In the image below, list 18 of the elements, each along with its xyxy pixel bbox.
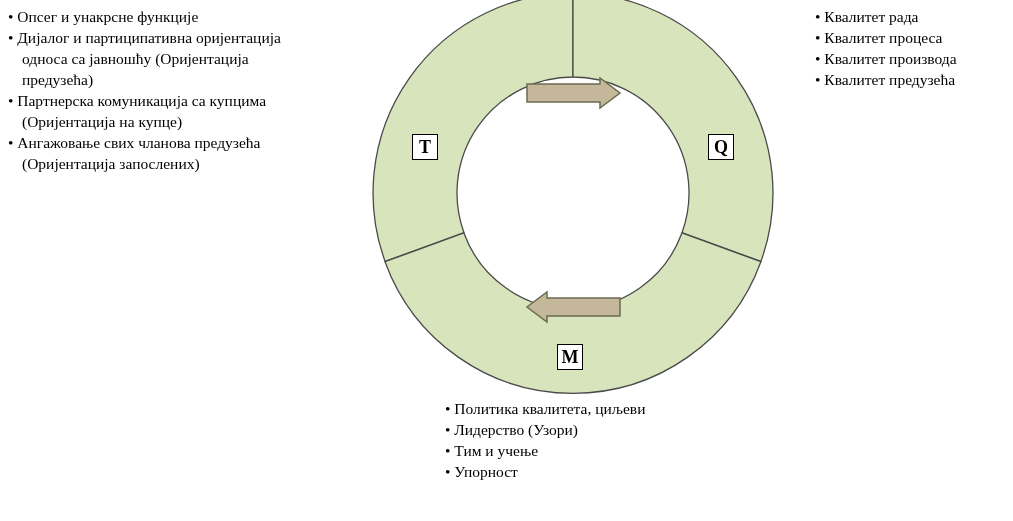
bullet-item: • Ангажовање свих чланова предузећа (Оријентација запослених)	[8, 133, 262, 174]
block-arrow	[526, 76, 622, 110]
ring-segment	[573, 0, 773, 262]
bullet-item: • Партнерска комуникација са купцима (Оријентација на купце)	[8, 91, 268, 132]
segment-label: Q	[708, 134, 734, 160]
ring-segment	[373, 0, 573, 262]
bullet-item: • Квалитет предузећа	[815, 70, 957, 90]
ring-segment	[385, 232, 761, 393]
bullet-item: • Опсег и унакрсне функције	[8, 7, 200, 27]
bullet-item: • Упорност	[445, 462, 519, 482]
bullet-item: • Квалитет производа	[815, 49, 958, 69]
segment-label: T	[412, 134, 438, 160]
bullet-item: • Политика квалитета, циљеви	[445, 399, 647, 419]
bullet-item: • Квалитет процеса	[815, 28, 944, 48]
bullet-item: • Квалитет рада	[815, 7, 920, 27]
bullet-item: • Дијалог и партиципативна оријентација односа са јавношћу (Оријентација предузећа)	[8, 28, 282, 90]
bullet-item: • Тим и учење	[445, 441, 540, 461]
bullet-item: • Лидерство (Узори)	[445, 420, 579, 440]
